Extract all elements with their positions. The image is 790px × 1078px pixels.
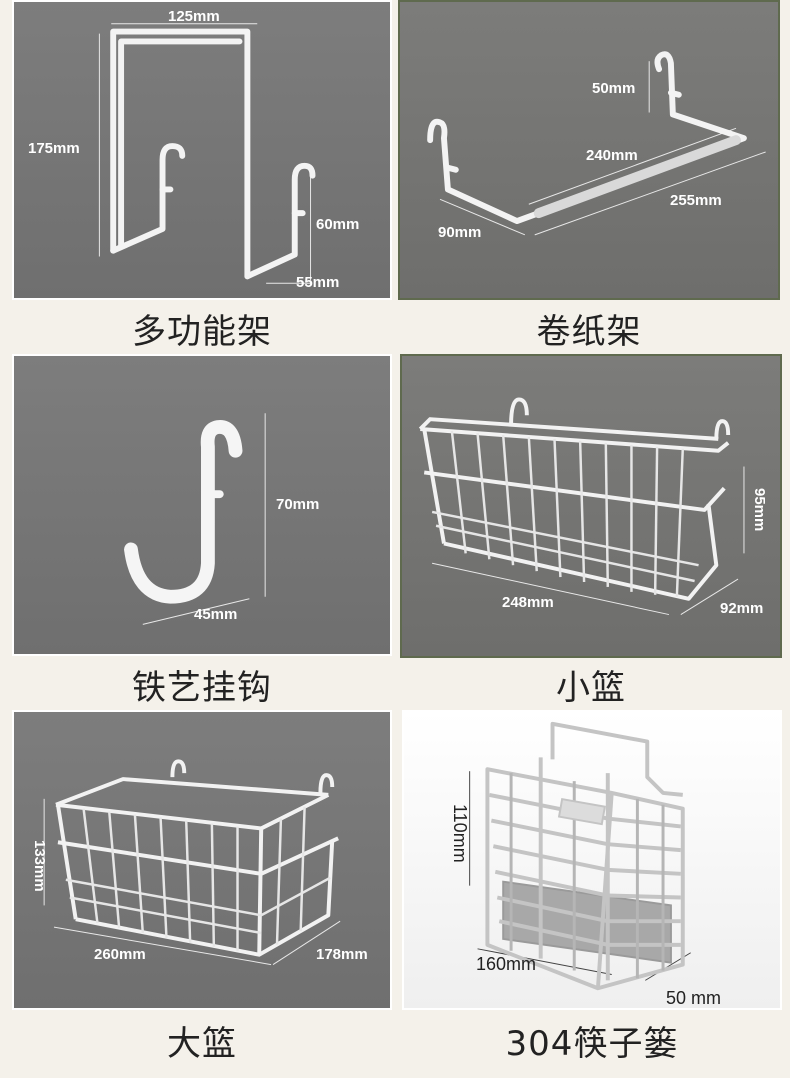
chopstick-holder-frame xyxy=(485,721,685,991)
dim-width-label: 160mm xyxy=(476,954,537,974)
large-basket-illustration xyxy=(43,759,341,966)
dim-depth-label: 90mm xyxy=(438,224,482,241)
small-basket-wires xyxy=(431,430,699,597)
product-panel-chopstick-holder: 110mm 160mm 50 mm xyxy=(402,710,782,1010)
dim-height-label: 110mm xyxy=(450,804,470,863)
dim-hook-label: 50mm xyxy=(592,80,636,97)
product-panel-multi-rack: 125mm 175mm 60mm 55mm xyxy=(12,0,392,300)
product-panel-iron-hook: 70mm 45mm xyxy=(12,354,392,656)
dim-width-label: 45mm xyxy=(194,606,238,623)
dim-height-label: 95mm xyxy=(751,488,768,532)
dim-width-label: 125mm xyxy=(168,8,220,25)
roll-holder-illustration xyxy=(427,51,766,236)
dim-depth-label: 55mm xyxy=(296,274,340,291)
dim-height-label: 175mm xyxy=(28,140,80,157)
dim-depth-label: 92mm xyxy=(720,600,764,617)
product-panel-large-basket: 133mm 260mm 178mm xyxy=(12,710,392,1010)
dim-depth-label: 178mm xyxy=(316,946,368,963)
caption-large-basket: 大篮 xyxy=(167,1024,237,1064)
large-basket-wires xyxy=(65,806,331,951)
caption-chopstick-holder: 304筷子篓 xyxy=(505,1024,679,1064)
dim-width-label: 260mm xyxy=(94,946,146,963)
dim-outer-label: 255mm xyxy=(670,192,722,209)
caption-roll-holder: 卷纸架 xyxy=(536,312,642,352)
chopstick-holder-illustration xyxy=(469,721,691,991)
dim-hook-label: 60mm xyxy=(316,216,360,233)
dim-width-label: 248mm xyxy=(502,594,554,611)
dim-height-label: 133mm xyxy=(31,840,48,892)
caption-multi-rack: 多功能架 xyxy=(132,312,272,352)
caption-iron-hook: 铁艺挂钩 xyxy=(132,668,272,708)
small-basket-illustration xyxy=(418,397,745,616)
dim-inner-label: 240mm xyxy=(586,147,638,164)
caption-small-basket: 小篮 xyxy=(556,668,626,708)
product-panel-small-basket: 95mm 248mm 92mm xyxy=(400,354,782,658)
iron-hook-illustration xyxy=(124,413,266,625)
multi-rack-illustration xyxy=(98,23,316,284)
product-panel-roll-holder: 50mm 240mm 255mm 90mm xyxy=(398,0,780,300)
dim-depth-label: 50 mm xyxy=(666,988,722,1008)
dim-height-label: 70mm xyxy=(276,496,320,513)
